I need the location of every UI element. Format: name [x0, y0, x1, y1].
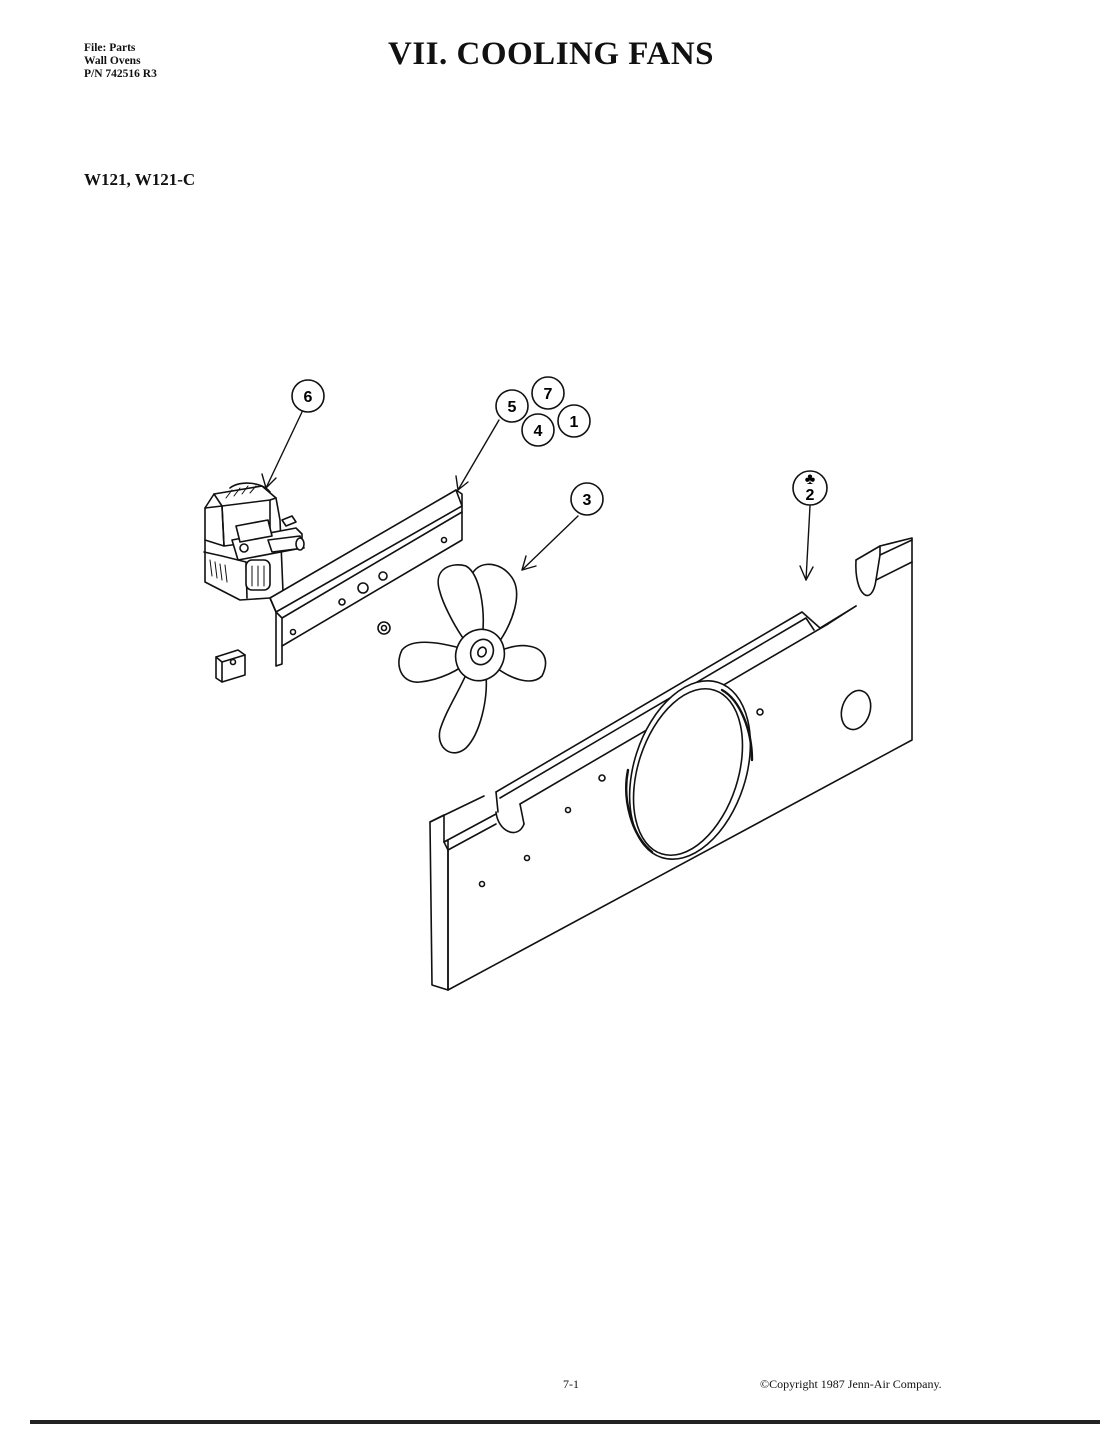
leader-lines: [261, 411, 814, 581]
callout-1: 1: [557, 404, 591, 438]
page-title: VII. COOLING FANS: [388, 36, 715, 72]
fan-panel-drawing: [429, 537, 913, 991]
callout-3: 3: [570, 482, 604, 516]
page-number: 7-1: [563, 1377, 579, 1391]
fan-bracket-drawing: [269, 489, 463, 667]
file-line: File: Parts: [84, 42, 136, 54]
callout-label: 2: [806, 487, 815, 504]
mounting-clip-drawing: [215, 649, 246, 683]
file-line: Wall Ovens: [84, 55, 141, 67]
callout-label: 3: [583, 492, 592, 509]
fan-blade-drawing: [398, 563, 547, 754]
file-info: File: Parts Wall Ovens P/N 742516 R3: [84, 42, 157, 81]
footer-rule: [30, 1420, 1100, 1424]
callout-label: 6: [304, 389, 313, 406]
callout-4: 4: [521, 413, 555, 447]
callout-6: 6: [291, 379, 325, 413]
callout-label: 7: [544, 386, 553, 403]
callout-label: 4: [534, 423, 543, 440]
club-symbol: ♣: [805, 471, 816, 488]
callout-2: ♣ 2: [792, 470, 828, 506]
fan-motor-drawing: [203, 482, 305, 601]
callout-label: 5: [508, 399, 517, 416]
callout-5: 5: [495, 389, 529, 423]
callout-label: 1: [570, 414, 579, 431]
callout-7: 7: [531, 376, 565, 410]
model-numbers: W121, W121-C: [84, 170, 196, 189]
copyright-notice: ©Copyright 1987 Jenn-Air Company.: [760, 1377, 942, 1391]
file-line: P/N 742516 R3: [84, 68, 157, 80]
